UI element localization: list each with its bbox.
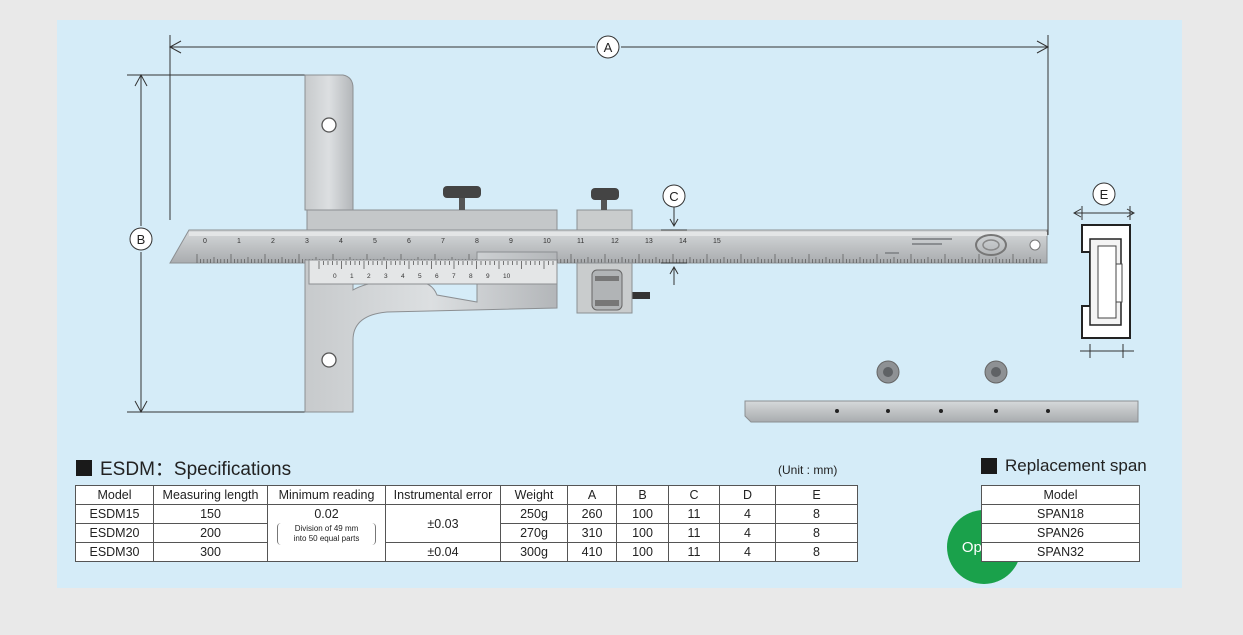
dimension-b-label: B: [137, 232, 146, 247]
error-cell: ±0.03: [385, 504, 501, 543]
dimension-c: [661, 184, 687, 285]
col-instrumental-error: Instrumental error: [385, 485, 501, 505]
col-b: B: [616, 485, 669, 505]
spec-table: Model Measuring length Minimum reading I…: [75, 485, 858, 562]
vernier-number: 6: [435, 273, 439, 280]
table-row: SPAN32: [981, 542, 1140, 562]
table-row: SPAN18: [981, 504, 1140, 524]
table-row: SPAN26: [981, 523, 1140, 543]
vernier-number: 1: [350, 273, 354, 280]
col-a: A: [567, 485, 617, 505]
scale-number: 12: [611, 238, 619, 245]
depth-base-head: 0 1 2 3 4 5 6 7 8 9 10: [304, 74, 558, 413]
span-title: Replacement span: [981, 456, 1147, 476]
col-measuring-length: Measuring length: [153, 485, 268, 505]
scale-number: 0: [203, 238, 207, 245]
scale-number: 4: [339, 238, 343, 245]
col-c: C: [668, 485, 720, 505]
vernier-number: 8: [469, 273, 473, 280]
min-reading-cell: 0.02 Division of 49 mm into 50 equal par…: [267, 504, 386, 562]
mount-hole-icon: [321, 352, 337, 368]
col-minimum-reading: Minimum reading: [267, 485, 386, 505]
dimension-a-label: A: [604, 40, 613, 55]
spec-title: ESDM：Specifications: [76, 454, 291, 481]
replacement-span-bar: [744, 360, 1139, 423]
col-model: Model: [75, 485, 154, 505]
scale-number: 15: [713, 238, 721, 245]
min-reading-note: Division of 49 mm into 50 equal parts: [277, 523, 376, 545]
scale-number: 10: [543, 238, 551, 245]
scale-number: 1: [237, 238, 241, 245]
col-d: D: [719, 485, 776, 505]
dimension-b: [127, 73, 305, 414]
mount-hole-icon: [321, 117, 337, 133]
scale-number: 6: [407, 238, 411, 245]
vernier-number: 5: [418, 273, 422, 280]
scale-number: 14: [679, 238, 687, 245]
cross-section-e: [1072, 182, 1136, 358]
table-header-row: Model Measuring length Minimum reading I…: [75, 485, 858, 505]
brand-logo-icon: [975, 234, 1007, 256]
table-row: ESDM15 150 0.02 Division of 49 mm into 5…: [75, 504, 858, 562]
span-table: Model SPAN18 SPAN26 SPAN32: [981, 485, 1140, 562]
table-row: ESDM30 300 ±0.04 300g 410 100 11 4 8: [75, 542, 858, 562]
scale-number: 7: [441, 238, 445, 245]
scale-number: 13: [645, 238, 653, 245]
vernier-number: 0: [333, 273, 337, 280]
dimension-e-label: E: [1100, 187, 1109, 202]
scale-number: 5: [373, 238, 377, 245]
vernier-number: 2: [367, 273, 371, 280]
table-header-row: Model: [981, 485, 1140, 505]
col-weight: Weight: [500, 485, 568, 505]
square-bullet-icon: [76, 459, 92, 476]
fine-adjust-slider: [576, 188, 650, 314]
square-bullet-icon: [981, 458, 997, 474]
scale-number: 8: [475, 238, 479, 245]
vernier-number: 4: [401, 273, 405, 280]
vernier-number: 10: [503, 273, 511, 280]
col-e: E: [775, 485, 858, 505]
vernier-number: 9: [486, 273, 490, 280]
dimension-a: [168, 35, 1050, 235]
scale-number: 3: [305, 238, 309, 245]
error-cell: ±0.04: [385, 542, 501, 562]
vernier-number: 7: [452, 273, 456, 280]
unit-note: (Unit : mm): [778, 463, 838, 477]
scale-number: 2: [271, 238, 275, 245]
scale-number: 11: [577, 238, 584, 245]
dimension-c-label: C: [669, 189, 678, 204]
vernier-number: 3: [384, 273, 388, 280]
scale-number: 9: [509, 238, 513, 245]
